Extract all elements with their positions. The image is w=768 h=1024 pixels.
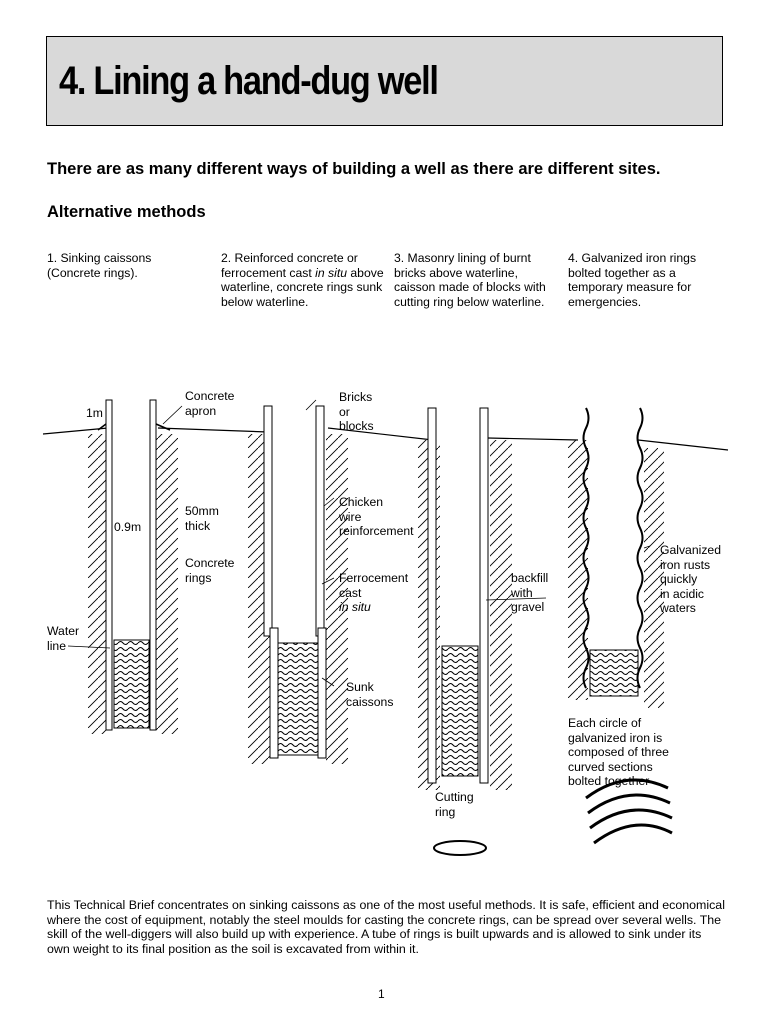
label-galvanized: Galvanized iron rusts quickly in acidic …	[660, 543, 721, 616]
label-ferrocement-1: Ferrocement	[339, 571, 409, 585]
label-ring: ring	[435, 804, 456, 819]
label-or: or	[339, 404, 350, 419]
label-1m: 1m	[86, 406, 103, 420]
label-backfill: backfill with gravel	[511, 571, 548, 615]
label-cast: cast	[339, 585, 362, 600]
label-sunk-caissons: Sunk caissons	[346, 680, 393, 709]
label-concrete-rings: Concrete rings	[185, 556, 234, 585]
label-apron: apron	[185, 403, 217, 418]
label-with: with	[511, 585, 533, 600]
well-3-masonry	[418, 407, 512, 856]
method-1: 1. Sinking caissons (Concrete rings).	[47, 251, 207, 280]
label-rings: rings	[185, 570, 212, 585]
label-water: Water	[47, 624, 80, 638]
well-lining-diagram: 1m 0.9m Water line Concrete apron 50mm t…	[38, 388, 738, 868]
label-gravel: gravel	[511, 600, 545, 615]
label-blocks: blocks	[339, 419, 374, 434]
method-3-text: 3. Masonry lining of burnt bricks above …	[394, 251, 546, 309]
label-each-circle-1: Each circle of	[568, 716, 642, 730]
label-bricks-or-blocks: Bricks or blocks	[339, 390, 374, 434]
method-2-text: 2. Reinforced concrete or ferrocement ca…	[221, 251, 358, 280]
method-1-text: 1. Sinking caissons (Concrete rings).	[47, 251, 152, 280]
leader-lines	[67, 399, 651, 687]
method-2-text-end: above waterline, concrete rings sunk bel…	[221, 265, 384, 309]
label-50mm-thick: 50mm thick	[185, 504, 219, 533]
label-line: line	[47, 638, 66, 653]
label-concrete-2: Concrete	[185, 556, 235, 570]
label-0-9m: 0.9m	[114, 520, 142, 534]
title-banner: 4. Lining a hand-dug well	[46, 36, 723, 126]
label-concrete: Concrete	[185, 389, 235, 403]
label-bricks: Bricks	[339, 390, 373, 404]
well-4-galvanized	[568, 407, 673, 845]
label-backfill-1: backfill	[511, 571, 549, 585]
label-sunk: Sunk	[346, 680, 374, 694]
label-water-line: Water line	[47, 624, 79, 653]
intro-statement: There are as many different ways of buil…	[47, 160, 661, 178]
label-waters: waters	[660, 601, 696, 616]
label-wire: wire	[339, 509, 362, 524]
well-1-concrete-rings	[88, 399, 178, 734]
label-concrete-apron: Concrete apron	[185, 389, 234, 418]
method-4: 4. Galvanized iron rings bolted together…	[568, 251, 728, 309]
section-heading: Alternative methods	[47, 203, 206, 221]
label-in-situ: in situ	[339, 600, 371, 615]
label-each-circle-5: bolted together	[568, 774, 650, 789]
label-iron-rusts: iron rusts	[660, 557, 711, 572]
well-cross-sections	[42, 399, 729, 856]
label-chicken-wire: Chicken wire reinforcement	[339, 495, 414, 539]
label-cutting: Cutting	[435, 790, 474, 804]
label-cutting-ring: Cutting ring	[435, 790, 474, 819]
page-title: 4. Lining a hand-dug well	[59, 59, 439, 103]
method-4-text: 4. Galvanized iron rings bolted together…	[568, 251, 697, 309]
label-chicken: Chicken	[339, 495, 384, 509]
label-thick: thick	[185, 518, 211, 533]
method-2: 2. Reinforced concrete or ferrocement ca…	[221, 251, 386, 309]
label-reinforcement: reinforcement	[339, 524, 414, 539]
method-2-emphasis: in situ	[315, 265, 347, 280]
label-50mm: 50mm	[185, 504, 219, 518]
label-in-acidic: in acidic	[660, 586, 705, 601]
label-ferrocement: Ferrocement cast in situ	[339, 571, 408, 615]
label-each-circle-2: galvanized iron is	[568, 730, 663, 745]
body-paragraph: This Technical Brief concentrates on sin…	[47, 898, 725, 956]
label-galvanized-1: Galvanized	[660, 543, 721, 557]
page-number: 1	[378, 987, 385, 1001]
label-each-circle-3: composed of three	[568, 745, 669, 760]
well-2-ferrocement	[248, 405, 348, 764]
label-each-circle-4: curved sections	[568, 759, 653, 774]
ground-surface	[42, 427, 729, 451]
method-3: 3. Masonry lining of burnt bricks above …	[394, 251, 554, 309]
label-each-circle: Each circle of galvanized iron is compos…	[568, 716, 669, 789]
label-quickly: quickly	[660, 572, 698, 587]
label-caissons: caissons	[346, 694, 394, 709]
